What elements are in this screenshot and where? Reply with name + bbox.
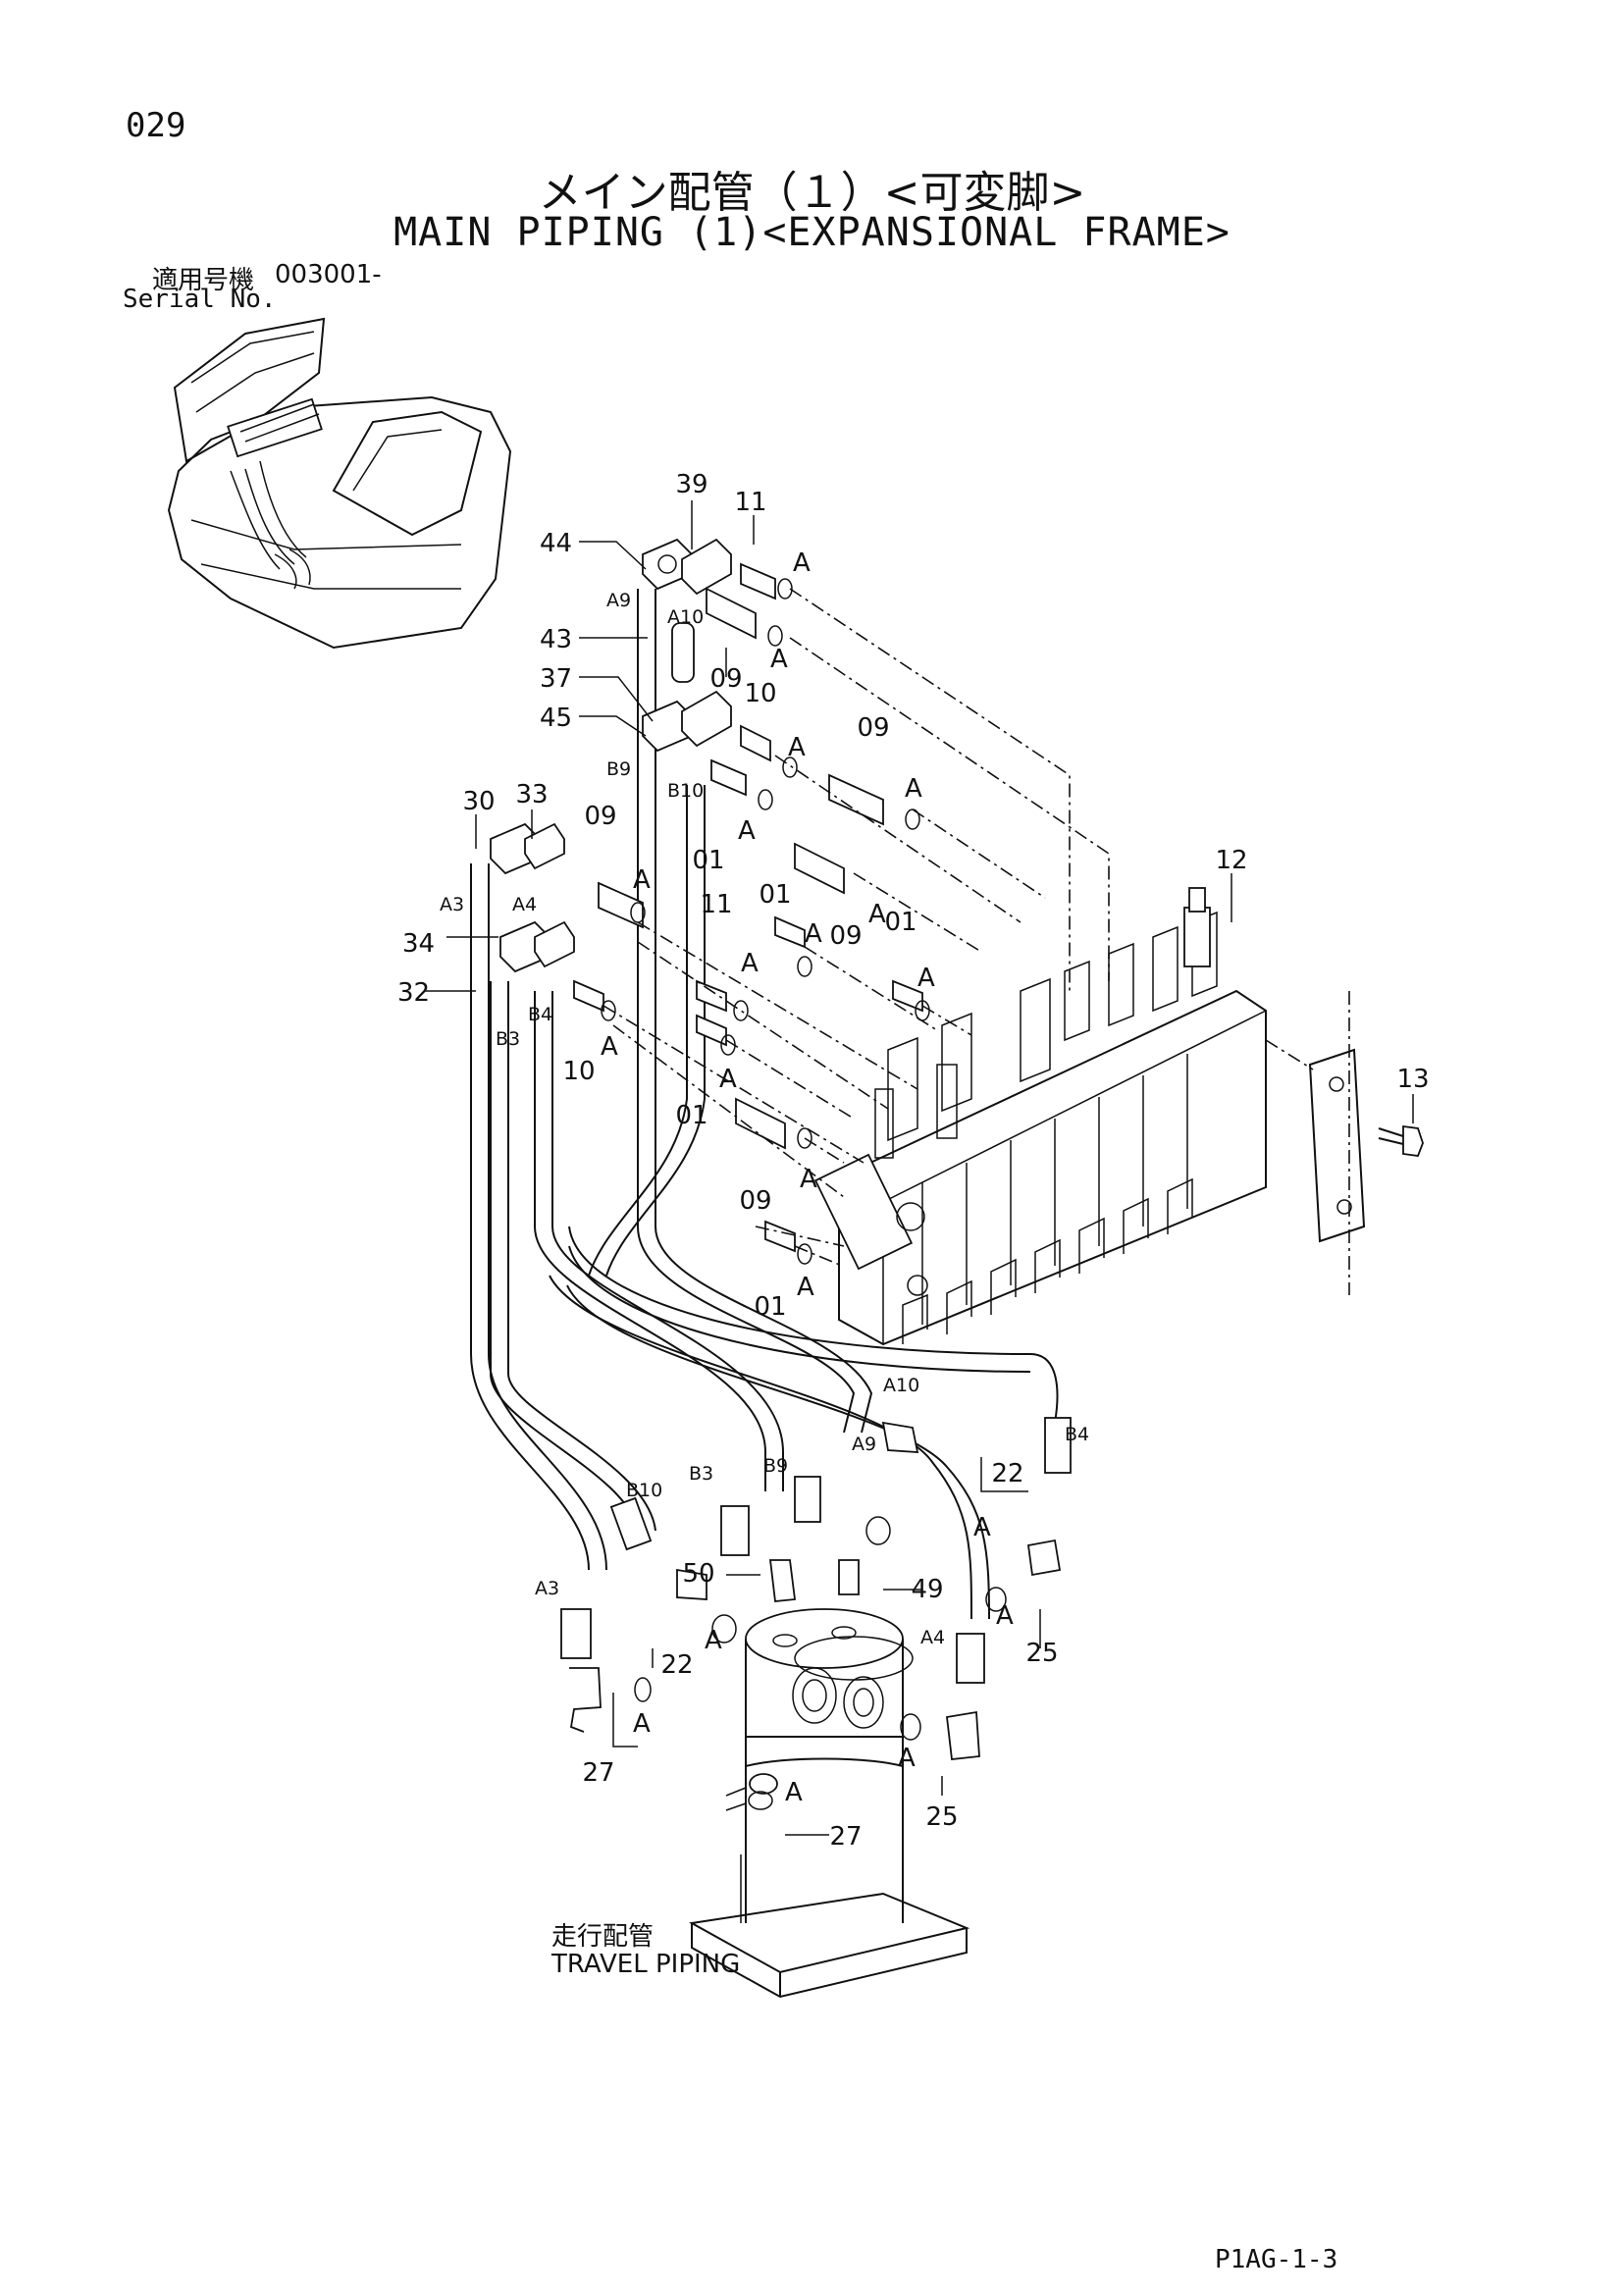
o-ring-label: A [868,900,886,929]
center-joint [688,1608,970,1999]
callout-27-right: 27 [829,1822,862,1852]
callout-10-upper: 10 [744,679,776,708]
o-ring-label: A [800,1165,817,1194]
hose-tags: A9 A10 B9 B10 A3 A4 B4 B3 A10 A9 B3 B9 B… [440,590,1089,1648]
hose-tag-a3: A3 [440,894,464,915]
o-ring-label: A [793,548,811,578]
page-number: 029 [126,106,186,145]
hose-tag-a10-lower: A10 [883,1375,919,1396]
hose-tag-b3: B3 [496,1028,520,1050]
o-ring-markers: A A A A A A A A A A A A A A A A A A A A [601,548,1014,1807]
callout-32: 32 [397,978,430,1008]
hose-tag-b9: B9 [606,758,631,780]
part-callouts: 39 44 43 37 45 11 09 10 09 30 33 09 01 3… [397,470,1430,1852]
callout-01-upper: 01 [692,846,724,875]
callout-45: 45 [540,704,572,733]
callout-34: 34 [402,929,435,959]
hose-tag-a9-lower: A9 [852,1434,876,1455]
callout-12: 12 [1215,846,1247,875]
callout-50: 50 [682,1559,714,1589]
o-ring-label: A [738,816,756,846]
callout-11-lower: 11 [700,890,732,919]
hose-tag-b10: B10 [667,780,704,802]
o-ring-label: A [770,645,788,674]
o-ring-label: A [797,1273,814,1302]
serial-label-english: Serial No. [123,285,277,314]
machine-overview-inset [167,317,512,650]
o-ring-label: A [633,1709,651,1739]
hose-tag-a10: A10 [667,606,704,628]
o-ring-label: A [705,1626,722,1655]
hose-lines [470,589,1059,1620]
callout-01-bottom: 01 [754,1292,786,1322]
upper-fittings [490,538,923,1253]
hose-tag-b4: B4 [528,1004,552,1025]
hose-tag-a4-lower: A4 [920,1627,945,1648]
callout-43: 43 [540,625,572,654]
callout-49: 49 [911,1575,943,1604]
hose-tag-b10-lower: B10 [626,1480,662,1501]
callout-22-lower: 22 [660,1650,693,1680]
o-ring-label: A [898,1744,916,1773]
callout-13: 13 [1396,1065,1429,1094]
callout-25-upper: 25 [1025,1639,1058,1668]
o-ring-label: A [905,774,922,804]
o-ring-label: A [741,949,759,978]
page-title-japanese: メイン配管（１）<可変脚> [538,168,1086,218]
callout-01-center: 01 [884,908,917,937]
o-ring-label: A [973,1513,991,1542]
hose-tag-a4: A4 [512,894,537,915]
leader-lines [424,500,1414,1836]
o-ring-circles [601,578,930,1265]
callout-09-center: 09 [829,921,862,951]
o-ring-label: A [996,1601,1014,1631]
callout-09-lower: 09 [739,1186,771,1216]
routing-lines [602,588,1110,1267]
callout-10-lower: 10 [562,1057,595,1086]
callout-09-mid: 09 [584,802,616,831]
o-ring-label: A [719,1065,737,1094]
callout-33: 33 [515,780,548,809]
hose-fittings [560,1417,1072,1810]
callout-39: 39 [675,470,707,499]
hose-tag-b4-lower: B4 [1065,1424,1089,1445]
callout-44: 44 [540,529,572,558]
bracket-plate [1265,991,1424,1295]
serial-label-japanese: 適用号機 [152,266,255,295]
travel-piping-label-english: TRAVEL PIPING [551,1950,741,1979]
control-valve-assembly [813,887,1267,1346]
o-ring-label: A [917,964,935,993]
callout-01-left: 01 [675,1101,707,1130]
callout-11-upper: 11 [734,488,766,517]
o-ring-label: A [805,919,822,949]
serial-number: 003001- [275,260,382,289]
hose-tag-b9-lower: B9 [763,1455,788,1477]
callout-09-right: 09 [857,713,889,743]
callout-25-lower: 25 [925,1802,958,1832]
callout-30: 30 [462,787,495,816]
callout-01-mid: 01 [759,880,791,910]
page-code: P1AG-1-3 [1215,2245,1338,2274]
o-ring-label: A [785,1778,803,1807]
hose-tag-a9: A9 [606,590,631,611]
o-ring-label: A [601,1032,618,1062]
hose-tag-b3-lower: B3 [689,1463,713,1485]
o-ring-label: A [633,865,651,895]
page-title-english: MAIN PIPING (1)<EXPANSIONAL FRAME> [393,210,1231,255]
callout-27-left: 27 [582,1758,614,1788]
travel-piping-label-japanese: 走行配管 [551,1922,655,1952]
callout-22-upper: 22 [991,1459,1023,1488]
callout-09-upper: 09 [709,664,742,694]
hose-tag-a3-lower: A3 [535,1578,559,1599]
callout-37: 37 [540,664,572,694]
o-ring-label: A [788,733,806,762]
